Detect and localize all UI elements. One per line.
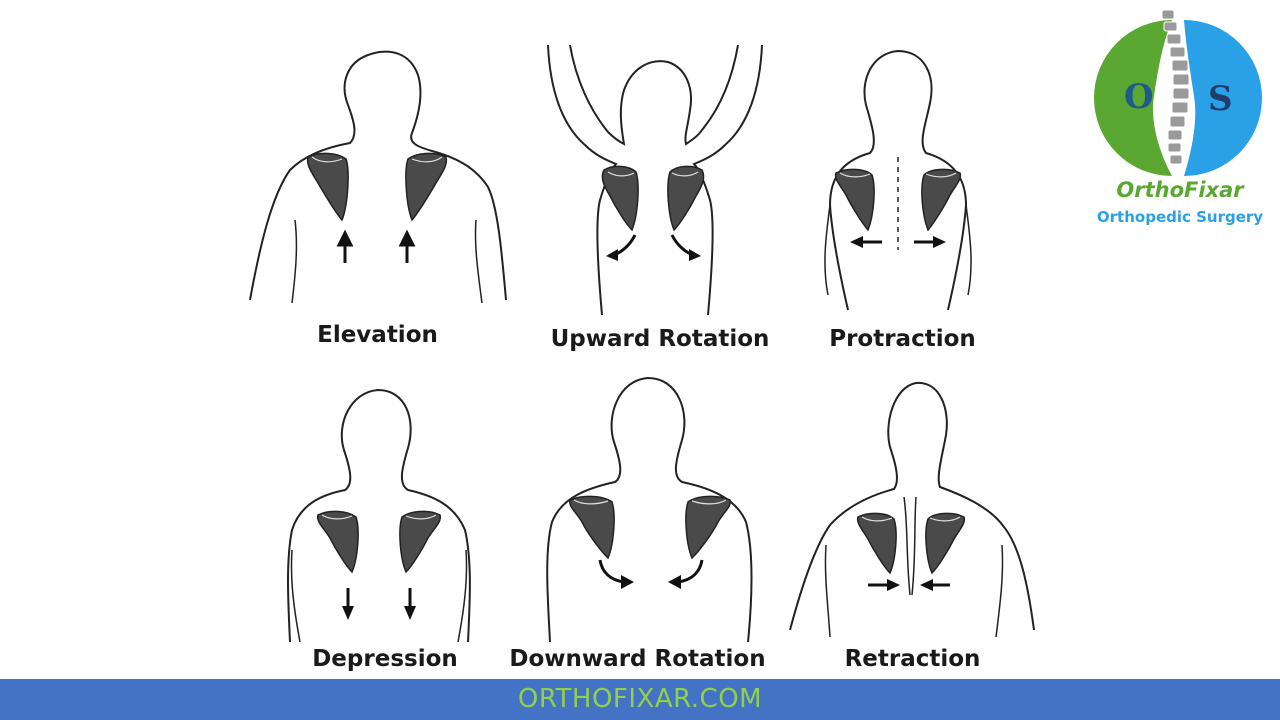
left-scapula xyxy=(568,495,615,560)
logo-name: OrthoFixar xyxy=(1116,178,1244,202)
body-outline xyxy=(789,381,1035,631)
right-scapula xyxy=(925,512,966,575)
body-outline xyxy=(546,376,753,643)
logo-emblem: O S xyxy=(1094,9,1262,176)
footer-website-link[interactable]: ORTHOFIXAR.COM xyxy=(517,684,763,714)
spine-icon xyxy=(1161,9,1190,165)
left-scapula xyxy=(856,512,897,575)
panel-protraction xyxy=(800,45,990,315)
logo-subtitle: Orthopedic Surgery xyxy=(1096,208,1264,226)
caption-depression: Depression xyxy=(312,646,458,672)
elevation-illustration xyxy=(249,50,507,304)
body-outline xyxy=(547,44,618,316)
footer-bar: ORTHOFIXAR.COM xyxy=(0,679,1280,720)
downward-rotation-illustration xyxy=(546,376,753,643)
logo-letter-o: O xyxy=(1124,77,1154,117)
body-outline xyxy=(249,50,507,301)
arrow-up-right xyxy=(398,229,416,263)
retraction-illustration xyxy=(789,381,1035,638)
upward-rotation-illustration xyxy=(547,44,763,316)
panel-elevation xyxy=(249,45,520,315)
panel-retraction xyxy=(789,375,1035,645)
right-scapula xyxy=(405,152,448,222)
logo-blue-half xyxy=(1184,20,1262,176)
caption-upward-rotation: Upward Rotation xyxy=(550,326,770,352)
logo-green-half xyxy=(1094,20,1172,176)
arrow-curve-in-left xyxy=(598,559,625,584)
body-outline xyxy=(287,388,471,643)
body-outline xyxy=(828,49,968,311)
panel-downward-rotation xyxy=(540,372,770,647)
left-scapula xyxy=(834,168,875,232)
left-scapula xyxy=(316,510,359,574)
depression-illustration xyxy=(287,388,471,643)
orthofixar-logo: O S xyxy=(1088,0,1278,240)
arrow-curve-in-right xyxy=(677,559,704,584)
panel-depression xyxy=(270,380,500,645)
spine-line xyxy=(903,496,917,596)
logo-letter-s: S xyxy=(1208,79,1233,119)
protraction-illustration xyxy=(824,49,972,311)
panel-upward-rotation xyxy=(540,40,770,320)
caption-downward-rotation: Downward Rotation xyxy=(509,646,766,672)
caption-elevation: Elevation xyxy=(317,322,438,348)
caption-protraction: Protraction xyxy=(829,326,976,352)
right-scapula xyxy=(667,165,705,232)
left-scapula xyxy=(306,152,349,222)
right-scapula xyxy=(921,168,962,232)
right-scapula xyxy=(399,510,442,574)
caption-retraction: Retraction xyxy=(844,646,981,672)
arrow-up-left xyxy=(336,229,354,263)
right-scapula xyxy=(685,495,732,560)
left-scapula xyxy=(601,165,639,232)
